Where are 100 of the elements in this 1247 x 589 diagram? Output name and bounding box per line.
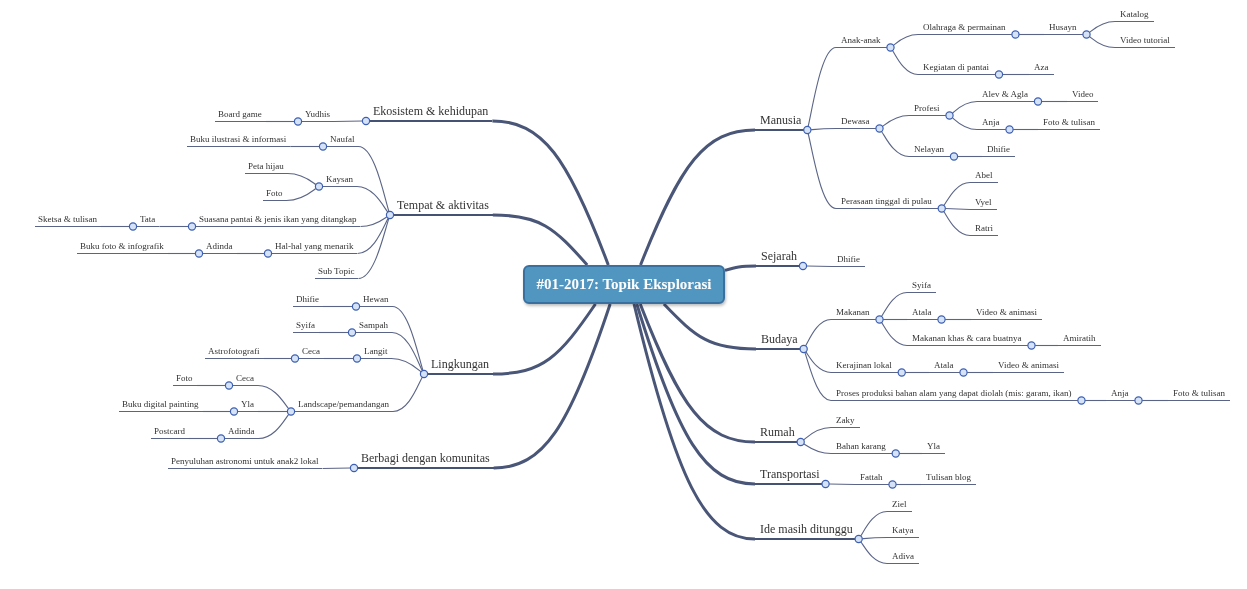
subtopic-label: Dhifie xyxy=(832,255,865,267)
subtopic-label: Proses produksi bahan alam yang dapat diolah (mis: garam, ikan) xyxy=(831,389,1082,401)
subtopic-label: Video & animasi xyxy=(993,361,1064,373)
connector-line xyxy=(195,384,226,387)
connector-line xyxy=(804,351,832,402)
connector-line xyxy=(1012,128,1039,131)
connector-line xyxy=(881,321,908,347)
connector-line xyxy=(805,351,832,374)
subtopic-label: Zaky xyxy=(831,416,860,428)
connector-line xyxy=(810,127,837,131)
connector-line xyxy=(257,413,290,440)
connector-line xyxy=(943,210,971,237)
connector-line xyxy=(881,130,910,158)
connector-line xyxy=(318,331,349,334)
connector-line xyxy=(895,483,922,486)
connector-line xyxy=(333,120,363,123)
connector-line xyxy=(1088,20,1116,33)
connector-line xyxy=(807,46,837,128)
connector-line xyxy=(391,305,424,372)
connector-line xyxy=(357,217,390,280)
subtopic-label: Tulisan blog xyxy=(921,473,976,485)
subtopic-label: Syifa xyxy=(907,281,936,293)
subtopic-label: Amiratih xyxy=(1058,334,1101,346)
connector-line xyxy=(257,410,288,413)
connector-line xyxy=(944,207,971,211)
subtopic-label: Yla xyxy=(922,442,945,454)
subtopic-label: Penyuluhan astronomi untuk anak2 lokal xyxy=(168,457,323,469)
connector-line xyxy=(951,100,978,114)
subtopic-label: Abel xyxy=(970,171,998,183)
subtopic-label: Ziel xyxy=(887,500,912,512)
branch-line xyxy=(493,303,612,470)
subtopic-label: Dhifie xyxy=(293,295,323,307)
subtopic-label: Peta hijau xyxy=(245,162,288,174)
connector-line xyxy=(806,265,833,268)
connector-line xyxy=(285,187,317,202)
connector-line xyxy=(860,510,888,537)
connector-line xyxy=(323,357,354,360)
subtopic-label: Sketsa & tulisan xyxy=(35,215,101,227)
subtopic-label: Ratri xyxy=(970,224,998,236)
subtopic-label: Foto & tulisan xyxy=(1168,389,1230,401)
subtopic-label: Postcard xyxy=(151,427,189,439)
connector-line xyxy=(880,291,908,318)
connector-line xyxy=(322,305,353,308)
connector-line xyxy=(882,318,908,321)
connector-line xyxy=(257,384,290,410)
connector-line xyxy=(391,331,423,372)
connector-line xyxy=(898,452,923,455)
branch-line xyxy=(638,303,756,444)
connector-line xyxy=(287,172,317,186)
subtopic-label: Board game xyxy=(215,110,266,122)
connector-line xyxy=(1084,399,1107,402)
connector-line xyxy=(235,252,265,255)
subtopic-label: Foto xyxy=(173,374,197,386)
subtopic-label: Dhifie xyxy=(982,145,1015,157)
subtopic-label: Katya xyxy=(887,526,919,538)
connector-line xyxy=(356,185,389,213)
connector-line xyxy=(321,467,351,470)
connector-line xyxy=(1018,33,1045,36)
connector-line xyxy=(891,49,919,76)
connector-line xyxy=(1041,100,1068,103)
connector-line xyxy=(951,117,978,131)
connector-line xyxy=(289,145,320,148)
subtopic-label: Foto & tulisan xyxy=(1038,118,1100,130)
connector-line xyxy=(805,318,832,347)
subtopic-label: Syifa xyxy=(293,321,319,333)
connector-line xyxy=(881,114,910,128)
branch-line xyxy=(662,302,757,351)
central-topic-box: #01-2017: Topik Eksplorasi xyxy=(523,265,725,304)
connector-line xyxy=(944,318,972,321)
connector-line xyxy=(158,225,189,228)
connector-line xyxy=(957,155,983,158)
subtopic-label: Buku foto & infografik xyxy=(77,242,168,254)
connector-line xyxy=(860,541,888,565)
connector-line xyxy=(359,216,388,228)
branch-line xyxy=(492,303,597,376)
subtopic-label: Adiva xyxy=(887,552,919,564)
connector-line xyxy=(1088,36,1116,49)
connector-line xyxy=(1034,344,1059,347)
connector-line xyxy=(100,225,130,228)
subtopic-label: Video & animasi xyxy=(971,308,1042,320)
subtopic-label: Aza xyxy=(1029,63,1054,75)
subtopic-label: Katalog xyxy=(1115,10,1154,22)
branch-line xyxy=(635,303,756,486)
connector-line xyxy=(188,437,218,440)
connector-line xyxy=(943,181,971,207)
branch-line xyxy=(724,264,756,272)
branch-line xyxy=(492,213,589,266)
subtopic-label: Video tutorial xyxy=(1115,36,1175,48)
branch-line xyxy=(632,303,756,541)
connector-line xyxy=(1002,73,1030,76)
connector-line xyxy=(357,145,390,213)
connector-line xyxy=(861,536,888,540)
connector-line xyxy=(390,357,422,373)
branch-line xyxy=(492,119,610,266)
subtopic-label: Buku digital painting xyxy=(119,400,203,412)
connector-line xyxy=(966,371,994,374)
connector-line xyxy=(392,376,423,413)
subtopic-label: Vyel xyxy=(970,198,997,210)
subtopic-label: Foto xyxy=(263,189,287,201)
connector-line xyxy=(167,252,196,255)
